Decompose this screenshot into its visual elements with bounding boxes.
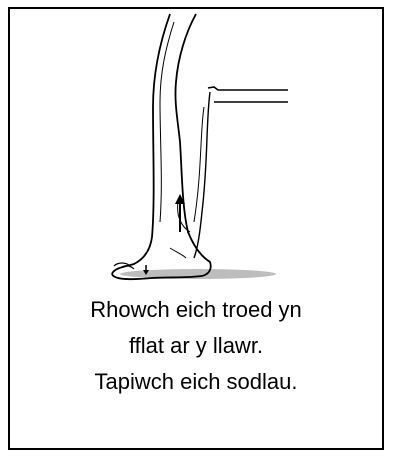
exercise-caption: Rhowch eich troed yn fflat ar y llawr. T… bbox=[10, 292, 382, 400]
leg-heel-raise-icon bbox=[90, 12, 290, 284]
leg-back-outline bbox=[112, 14, 170, 274]
caption-line-3: Tapiwch eich sodlau. bbox=[10, 364, 382, 400]
caption-line-1: Rhowch eich troed yn bbox=[10, 292, 382, 328]
knee-shading bbox=[194, 92, 210, 258]
leg-front-outline bbox=[175, 14, 210, 276]
leg-shading bbox=[160, 22, 174, 222]
exercise-card: Rhowch eich troed yn fflat ar y llawr. T… bbox=[8, 7, 384, 450]
caption-line-2: fflat ar y llawr. bbox=[10, 328, 382, 364]
seat-edge-outline bbox=[208, 87, 288, 90]
